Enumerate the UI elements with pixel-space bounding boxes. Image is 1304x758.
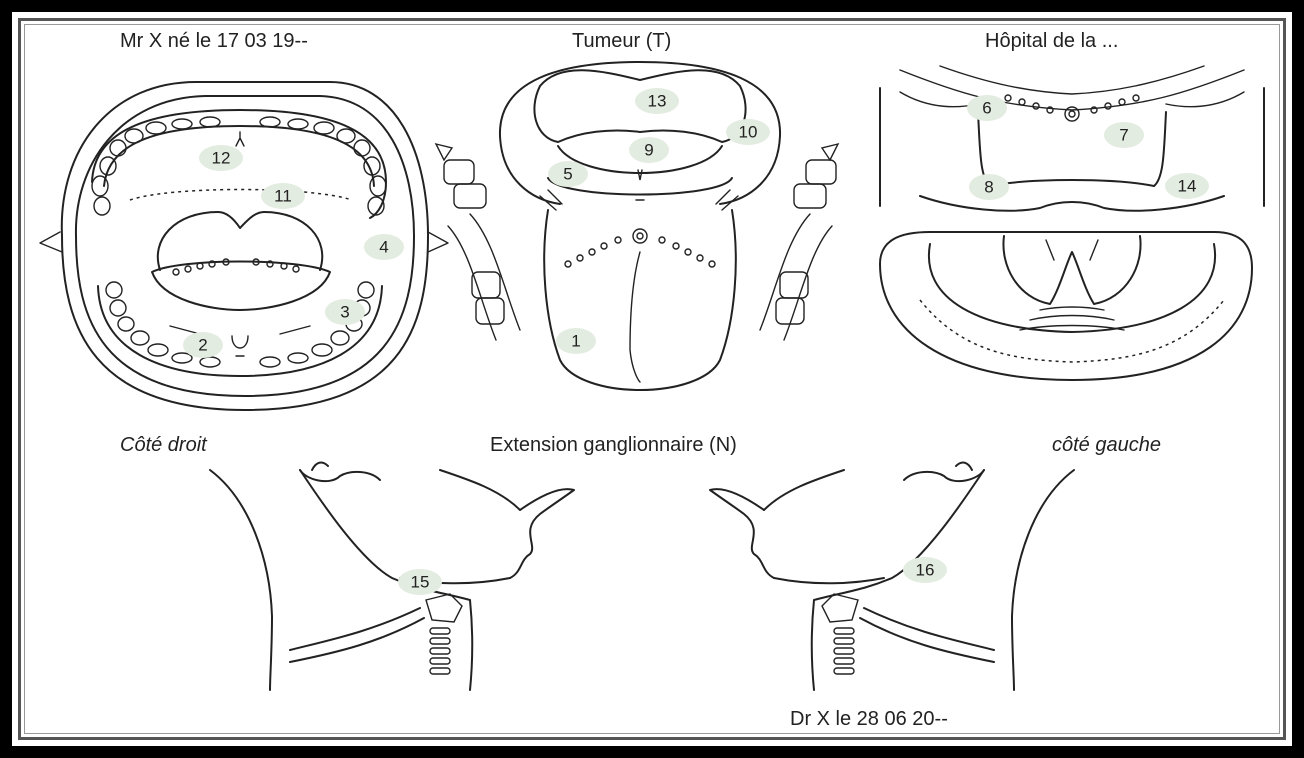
marker-7-label: 7 [1119,126,1128,145]
marker-6: 6 [967,95,1007,121]
pharynx-drawing [880,66,1264,380]
tongue-drawing [436,62,838,390]
marker-8: 8 [969,174,1009,200]
marker-4-label: 4 [379,238,388,257]
marker-2: 2 [183,332,223,358]
marker-11: 11 [261,183,305,209]
marker-1-label: 1 [571,332,580,351]
marker-8-label: 8 [984,178,993,197]
neck-profile-right [210,463,574,690]
marker-14: 14 [1165,173,1209,199]
marker-10-label: 10 [739,123,758,142]
marker-13: 13 [635,88,679,114]
marker-7: 7 [1104,122,1144,148]
marker-2-label: 2 [198,336,207,355]
marker-14-label: 14 [1178,177,1197,196]
neck-profile-left [710,463,1074,690]
marker-4: 4 [364,234,404,260]
marker-9: 9 [629,137,669,163]
marker-6-label: 6 [982,99,991,118]
marker-12: 12 [199,145,243,171]
marker-13-label: 13 [648,92,667,111]
marker-5-label: 5 [563,165,572,184]
marker-11-label: 11 [274,187,292,206]
marker-9-label: 9 [644,141,653,160]
marker-5: 5 [548,161,588,187]
marker-16: 16 [903,557,947,583]
marker-3: 3 [325,299,365,325]
marker-15-label: 15 [411,573,430,592]
marker-1: 1 [556,328,596,354]
marker-16-label: 16 [916,561,935,580]
marker-15: 15 [398,569,442,595]
marker-10: 10 [726,119,770,145]
marker-3-label: 3 [340,303,349,322]
marker-12-label: 12 [212,149,231,168]
